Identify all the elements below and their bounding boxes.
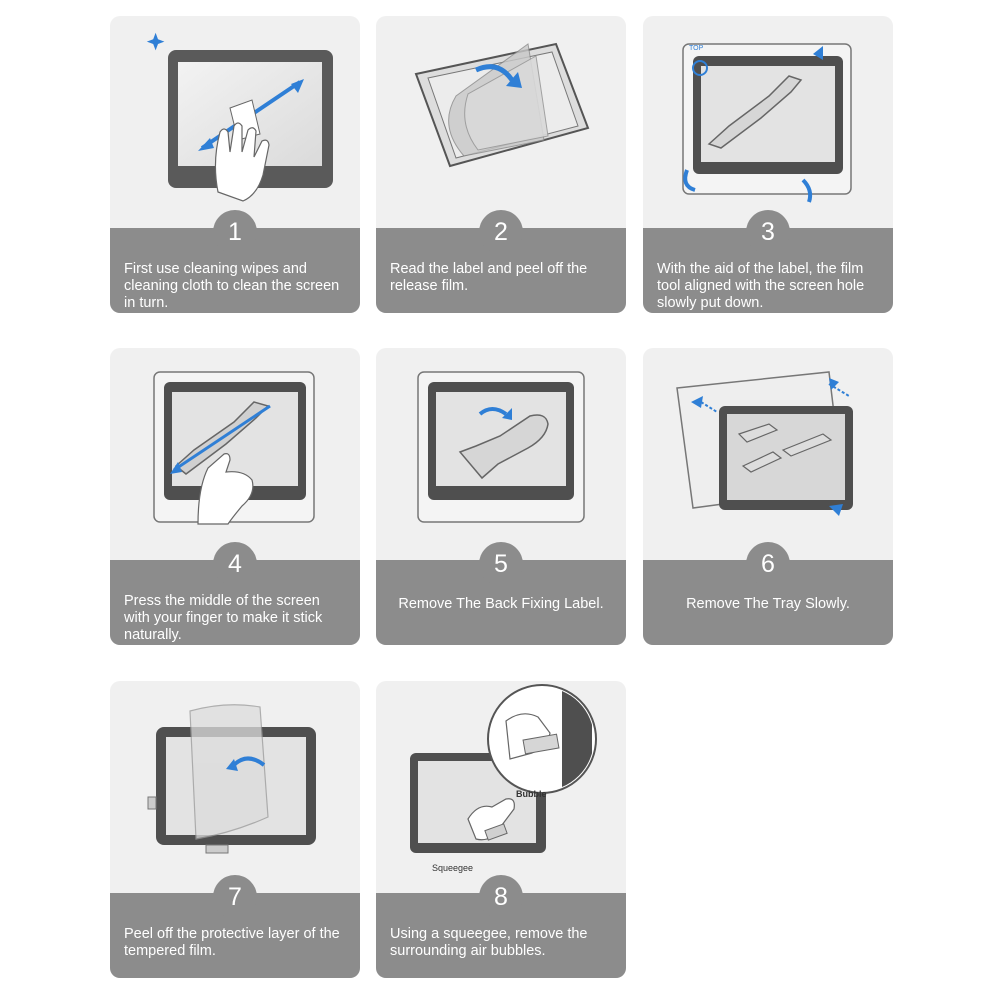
step-text: Remove The Tray Slowly. (686, 596, 850, 612)
step-text: With the aid of the label, the film tool… (657, 261, 865, 311)
step-text: Remove The Back Fixing Label. (398, 596, 604, 612)
remove-tray-illustration (676, 371, 853, 516)
step-card-6: 6 Remove The Tray Slowly. (643, 348, 893, 645)
step-text: Using a squeegee, remove the surrounding… (390, 926, 588, 959)
step-card-7: 7 Peel off the protective layer of the t… (110, 681, 360, 978)
step-text: First use cleaning wipes and cleaning cl… (124, 261, 340, 311)
step-text: Read the label and peel off the release … (390, 261, 588, 294)
press-screen-illustration (153, 371, 315, 525)
squeegee-label: Squeegee (432, 863, 473, 873)
cleaning-illustration (146, 32, 333, 202)
step-card-1: 1 First use cleaning wipes and cleaning … (110, 16, 360, 313)
step-card-2: 2 Read the label and peel off the releas… (376, 16, 626, 313)
step-number-badge: 6 (746, 542, 790, 586)
step-number-badge: 3 (746, 210, 790, 254)
step-card-4: 4 Press the middle of the screen with yo… (110, 348, 360, 645)
step-text: Peel off the protective layer of the tem… (124, 926, 340, 959)
step-number-badge: 2 (479, 210, 523, 254)
step-text: Press the middle of the screen with your… (124, 593, 323, 643)
step-number-badge: 7 (213, 875, 257, 919)
peel-release-film-illustration (414, 42, 590, 168)
step-card-5: 5 Remove The Back Fixing Label. (376, 348, 626, 645)
step-caption: Peel off the protective layer of the tem… (110, 893, 360, 978)
step-card-8: Bubble Squeegee 8 Using a squeegee, remo… (376, 681, 626, 978)
bubble-label: Bubble (516, 789, 547, 799)
step-card-3: TOP 3 With the aid of the label, the fil… (643, 16, 893, 313)
peel-protective-layer-illustration (147, 704, 316, 854)
align-film-tool-illustration: TOP (682, 43, 852, 203)
step-number-badge: 8 (479, 875, 523, 919)
step-number-badge: 1 (213, 210, 257, 254)
step-number-badge: 5 (479, 542, 523, 586)
step-number-badge: 4 (213, 542, 257, 586)
remove-back-label-illustration (417, 371, 585, 523)
squeegee-illustration: Bubble Squeegee (410, 684, 597, 873)
top-label: TOP (689, 45, 704, 52)
